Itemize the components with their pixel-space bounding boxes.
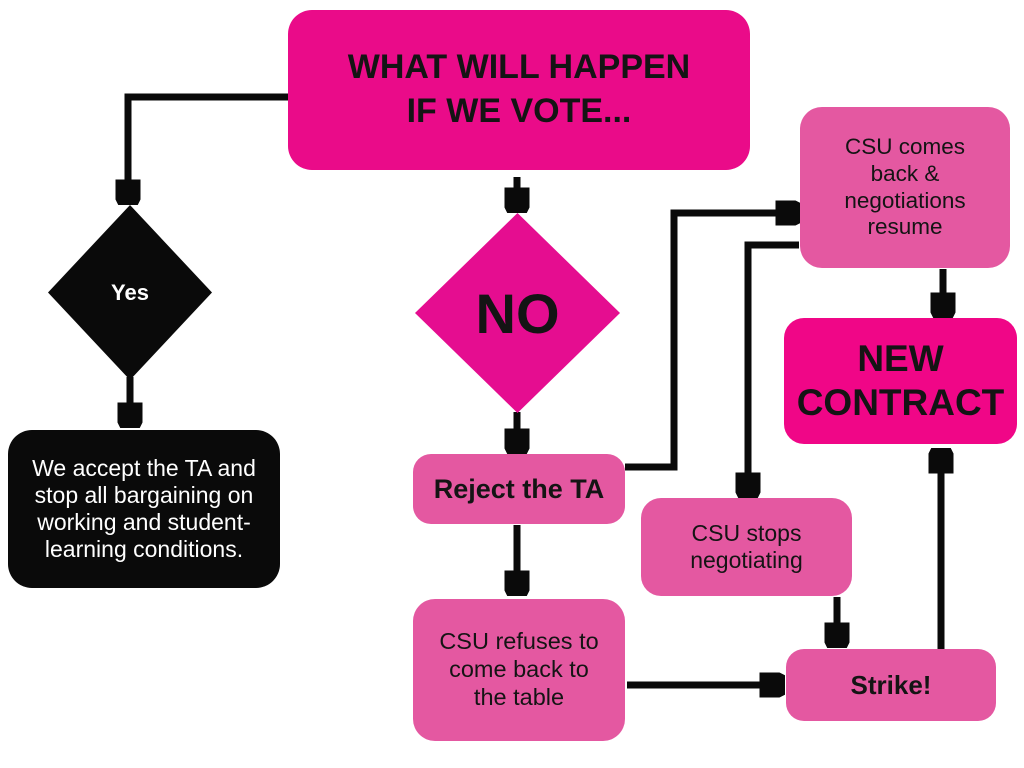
title-line-1: WHAT WILL HAPPEN [347,48,691,87]
new-contract-line-1: NEW [857,337,944,379]
arrow-title-to-yes-diamond [128,93,288,201]
reject-ta-box: Reject the TA [413,454,625,524]
csu-refuses-text: CSU refuses to come back to the table [439,628,599,710]
yes-label: Yes [111,279,149,305]
arrow-reject-to-comes-back [625,213,797,471]
reject-ta-label: Reject the TA [433,473,605,504]
new-contract-line-2: CONTRACT [796,382,1005,423]
accept-text: We accept the TA and stop all bargaining… [32,455,256,562]
new-contract-box: NEW CONTRACT [784,318,1017,444]
title-line-2: IF WE VOTE... [406,92,632,130]
strike-box: Strike! [786,649,996,721]
arrow-comes-back-to-stops [748,241,799,494]
accept-box: We accept the TA and stop all bargaining… [8,430,280,588]
csu-stops-box: CSU stops negotiating [641,498,852,596]
strike-label: Strike! [850,669,932,700]
no-label: NO [475,281,560,345]
csu-refuses-box: CSU refuses to come back to the table [413,599,625,741]
title-box: WHAT WILL HAPPEN IF WE VOTE... [288,10,750,170]
csu-comes-back-text: CSU comes back & negotiations resume [844,134,966,240]
csu-comes-back-box: CSU comes back & negotiations resume [800,107,1010,268]
csu-stops-text: CSU stops negotiating [690,519,803,573]
